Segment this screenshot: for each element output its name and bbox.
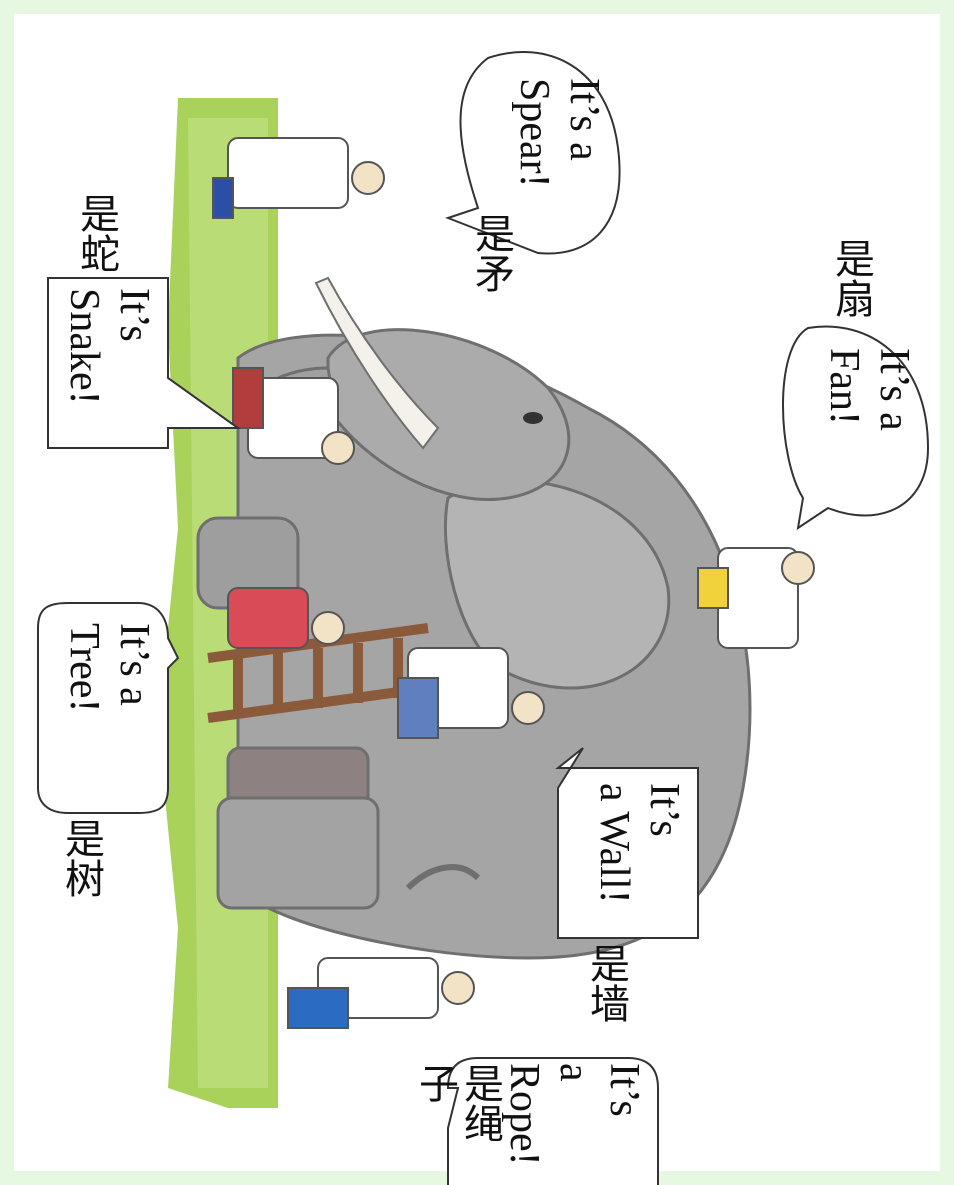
bubble-spear-shape (445, 51, 621, 255)
bubble-spear: It’s a Spear! (468, 58, 618, 248)
bubble-rope-line2: a (551, 1063, 597, 1082)
bubble-wall-line2: a Wall! (591, 783, 637, 904)
bubble-tree-line2: Tree! (61, 623, 107, 713)
man-snake (232, 367, 355, 465)
bubble-fan-shape (782, 325, 930, 531)
label-rope-zh-2: 子 (412, 1063, 458, 1103)
elephant-illustration (37, 51, 930, 1185)
label-tree-zh: 是树 (58, 818, 104, 898)
bubble-tree: It’s a Tree! (38, 603, 168, 813)
bubble-tree-line1: It’s a (111, 623, 157, 706)
elephant-ear (444, 479, 671, 690)
bubble-rope-line1: It’s (601, 1063, 647, 1117)
bubble-wall-line1: It’s (641, 783, 687, 837)
label-wall-zh: 是墙 (583, 943, 629, 1023)
bubble-snake-line2: Snake! (61, 288, 107, 405)
bubble-rope-shape (446, 1057, 659, 1185)
bubble-rope-line3: Rope! (501, 1063, 547, 1166)
label-fan-zh: 是扇 (828, 238, 874, 318)
bubble-snake: It’s Snake! (48, 278, 168, 448)
ladder (207, 623, 429, 723)
label-rope-zh-1: 是绳 (457, 1063, 503, 1143)
man-rope (287, 957, 475, 1029)
label-spear-zh: 是矛 (468, 213, 514, 293)
man-spear (212, 137, 385, 219)
elephant-leg-back2 (216, 796, 380, 910)
label-snake-zh: 是蛇 (73, 193, 119, 273)
bubble-fan-line2: Fan! (821, 348, 867, 425)
bubble-snake-shape (47, 277, 242, 449)
bubble-wall: It’s a Wall! (558, 768, 698, 938)
illustration-scene: It’s a Spear! 是矛 It’s a Fan! 是扇 It’s Sna… (28, 28, 954, 1185)
bubble-wall-shape (555, 747, 699, 939)
man-tree (227, 587, 345, 649)
elephant-tusk (314, 276, 440, 450)
man-fan (697, 547, 815, 649)
bubble-spear-line1: It’s a (561, 78, 607, 161)
bubble-tree-shape (37, 602, 180, 814)
bubble-fan: It’s a Fan! (798, 328, 928, 518)
man-wall (397, 647, 545, 739)
bubble-snake-line1: It’s (111, 288, 157, 342)
bubble-spear-line2: Spear! (511, 78, 557, 188)
bubble-fan-line1: It’s a (871, 348, 917, 431)
bubble-rope: It’s a Rope! 是绳 子 (412, 1058, 658, 1185)
elephant-tail (405, 864, 481, 891)
